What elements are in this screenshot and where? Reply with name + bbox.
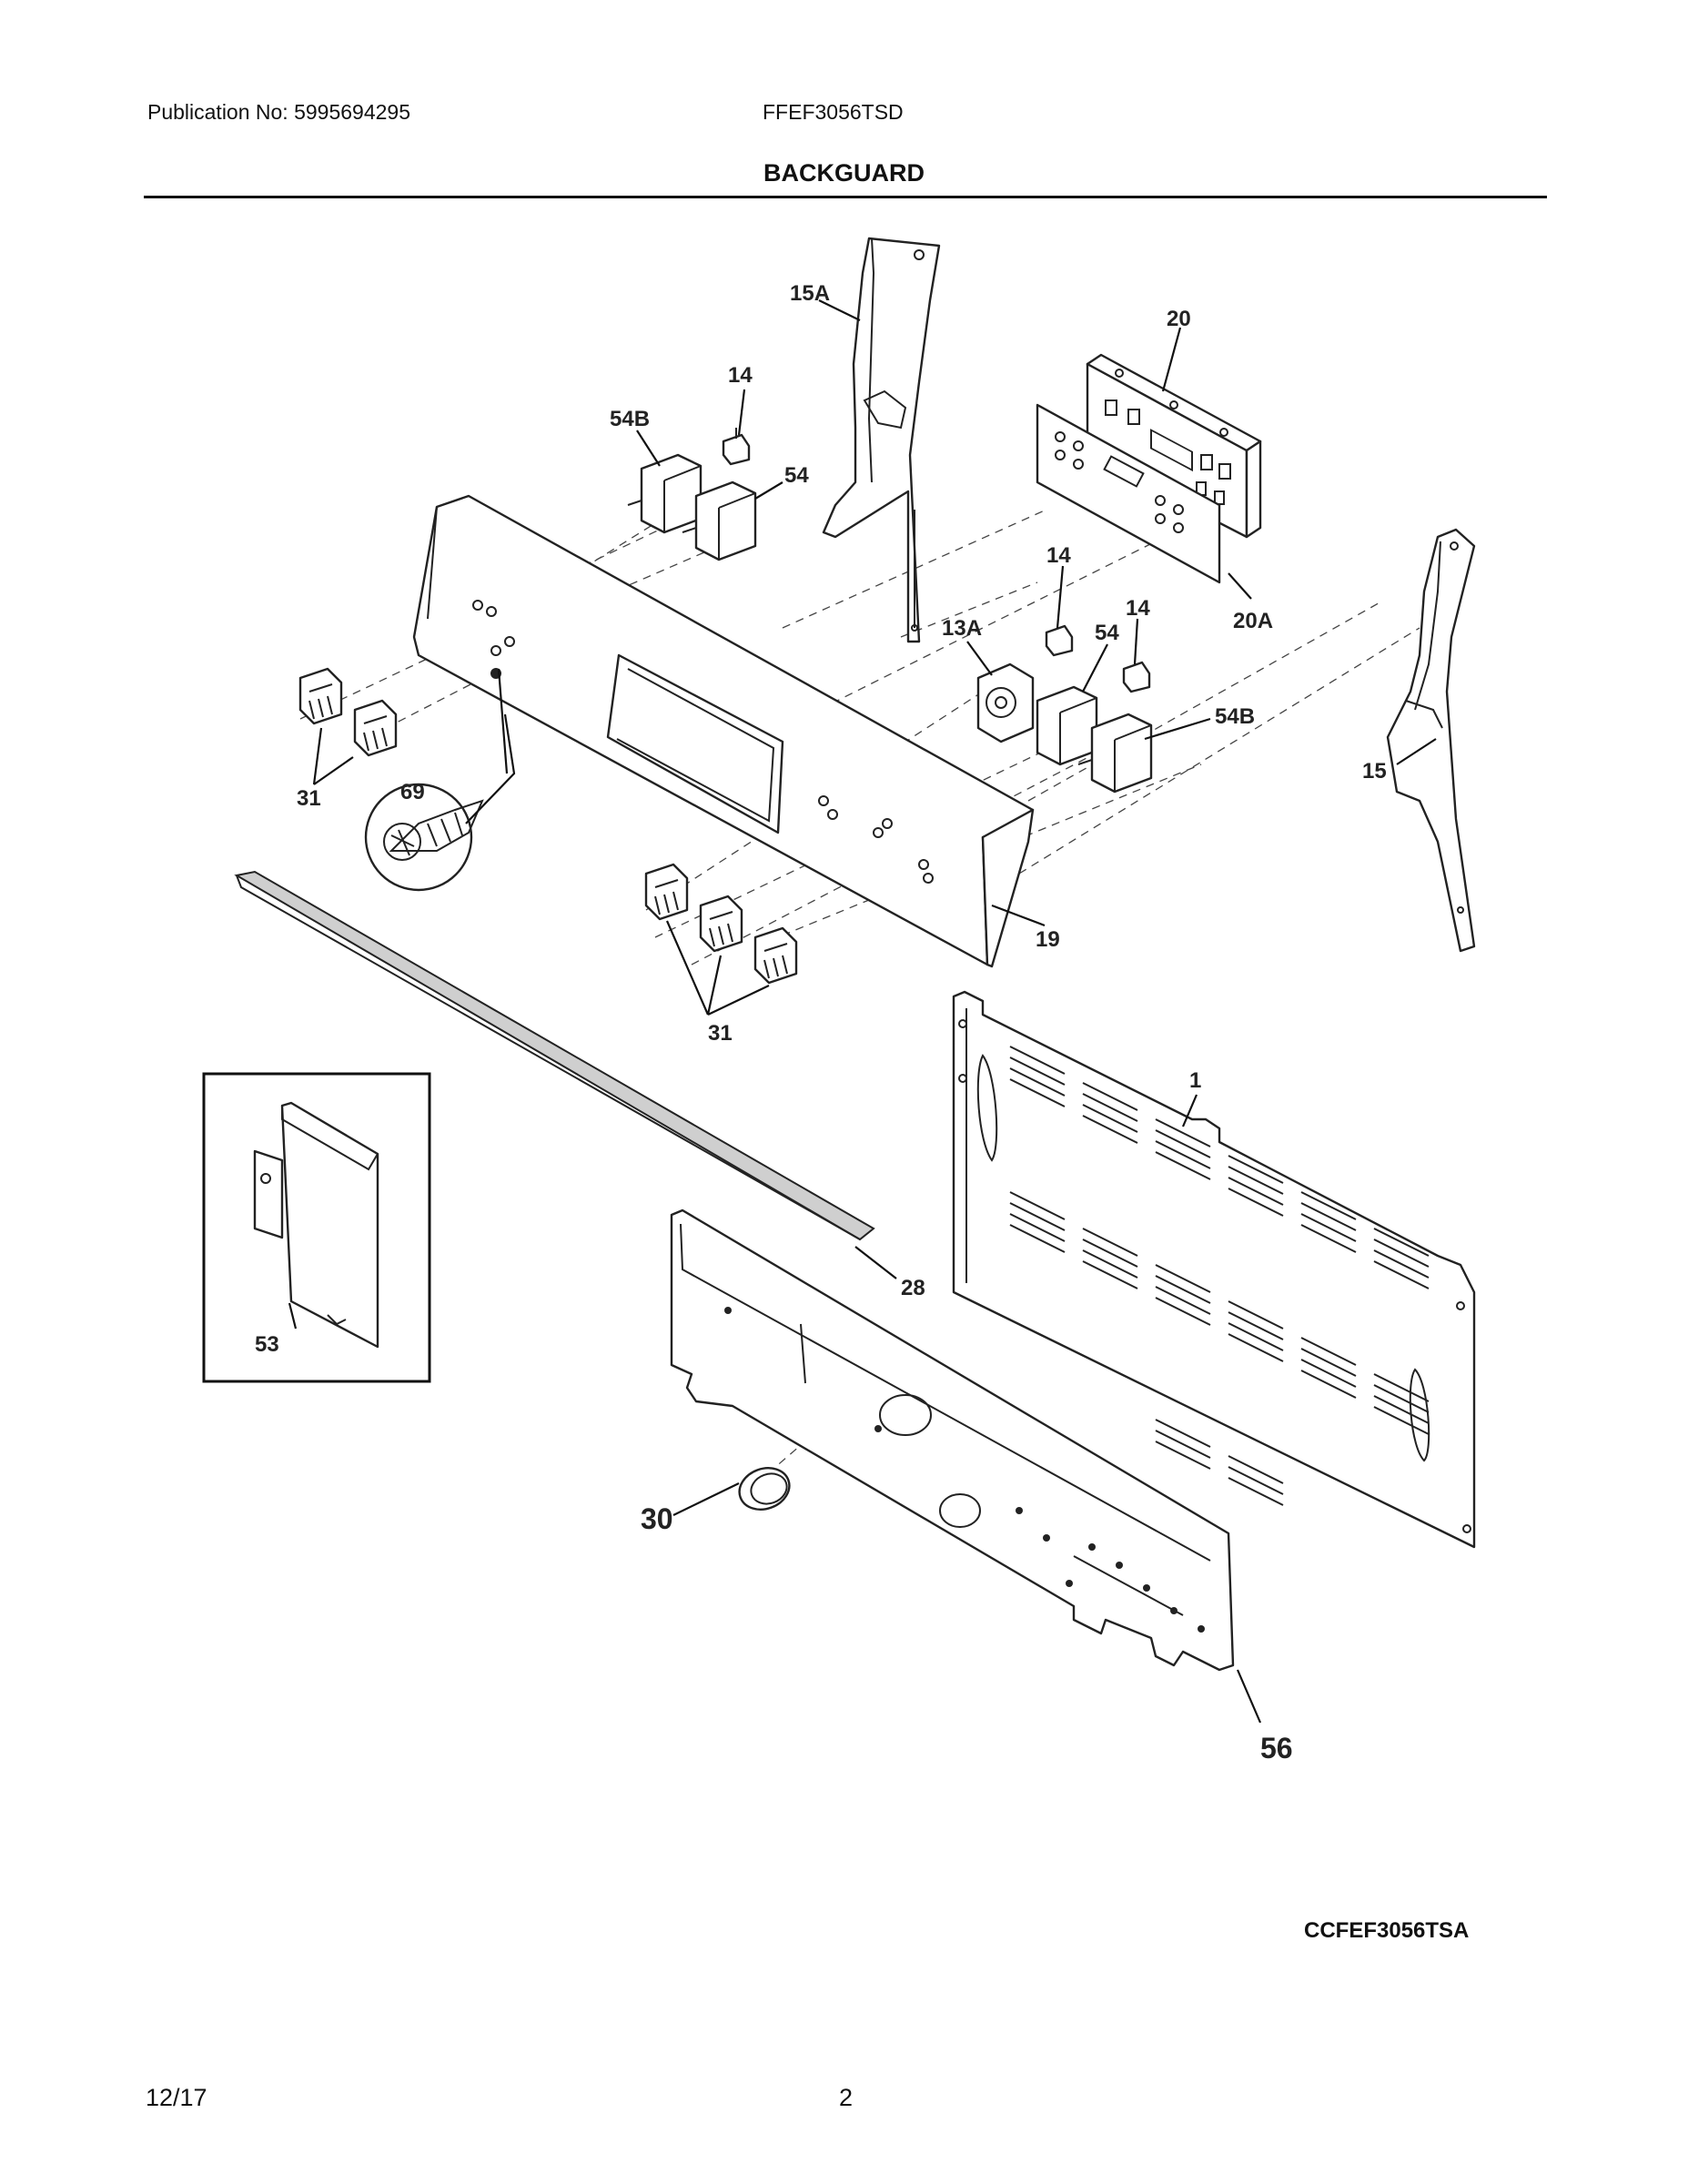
callout-54B-right: 54B (1215, 704, 1255, 729)
callout-56: 56 (1260, 1732, 1293, 1764)
part-14-switch-right (1122, 661, 1151, 693)
callout-53: 53 (255, 1332, 279, 1357)
part-19-control-panel (412, 494, 1035, 968)
part-20A-overlay (1036, 403, 1221, 584)
part-20-control-board (1086, 353, 1262, 539)
callout-14-middle: 14 (1046, 543, 1071, 568)
callout-13A: 13A (942, 616, 982, 641)
callout-54-upper: 54 (784, 463, 809, 488)
callout-28: 28 (901, 1276, 925, 1300)
part-54B-infinite-switch-right (1077, 713, 1153, 794)
callout-31-bottom: 31 (708, 1021, 733, 1046)
part-15-right-bracket (1386, 528, 1476, 953)
part-56-lower-panel (670, 1208, 1235, 1672)
part-54B-infinite-switch-upper (627, 453, 702, 534)
callout-54B-upper: 54B (610, 407, 650, 431)
callout-69: 69 (400, 780, 425, 804)
part-14-switch-upper (722, 428, 751, 466)
callout-54-right: 54 (1095, 621, 1119, 645)
part-15A-left-bracket (822, 237, 941, 643)
part-31-knob-bottom-2 (699, 895, 743, 953)
model-number: FFEF3056TSD (763, 100, 904, 124)
callout-15: 15 (1362, 759, 1387, 784)
part-31-knob-left-1 (298, 667, 343, 725)
callout-20A: 20A (1233, 609, 1273, 633)
section-title: BACKGUARD (763, 159, 925, 187)
callout-labels: 15A 20 14 54B 54 14 14 13A 54 20A 54B 15… (255, 281, 1387, 1764)
part-31-knob-bottom-1 (644, 863, 689, 921)
header-divider (144, 196, 1547, 198)
callout-30: 30 (641, 1502, 673, 1535)
callout-31-left: 31 (297, 786, 321, 811)
page-number: 2 (839, 2084, 854, 2111)
leader-lines (288, 299, 1437, 1724)
part-53-inset-panel (202, 1072, 431, 1383)
callout-19: 19 (1036, 927, 1060, 952)
part-30-hole-plug (738, 1467, 791, 1511)
part-31-knob-left-2 (353, 699, 398, 757)
callout-20: 20 (1167, 307, 1191, 331)
publication-number: Publication No: 5995694295 (147, 100, 411, 124)
diagram-code: CCFEF3056TSA (1304, 1918, 1470, 1943)
callout-14-right: 14 (1126, 596, 1150, 621)
part-54-infinite-switch-right (1036, 685, 1098, 766)
footer-date: 12/17 (146, 2084, 207, 2111)
callout-15A: 15A (790, 281, 830, 306)
part-54-infinite-switch-upper (682, 480, 757, 561)
part-14-switch-middle (1045, 624, 1074, 657)
part-28-trim-strip (234, 870, 875, 1241)
part-13A-oven-selector-switch (976, 662, 1035, 743)
part-1-rear-vented-panel (952, 990, 1476, 1549)
part-31-knob-bottom-3 (753, 926, 798, 985)
part-69-screw-detail (364, 783, 484, 892)
callout-14-upper: 14 (728, 363, 753, 388)
callout-1: 1 (1189, 1068, 1201, 1093)
